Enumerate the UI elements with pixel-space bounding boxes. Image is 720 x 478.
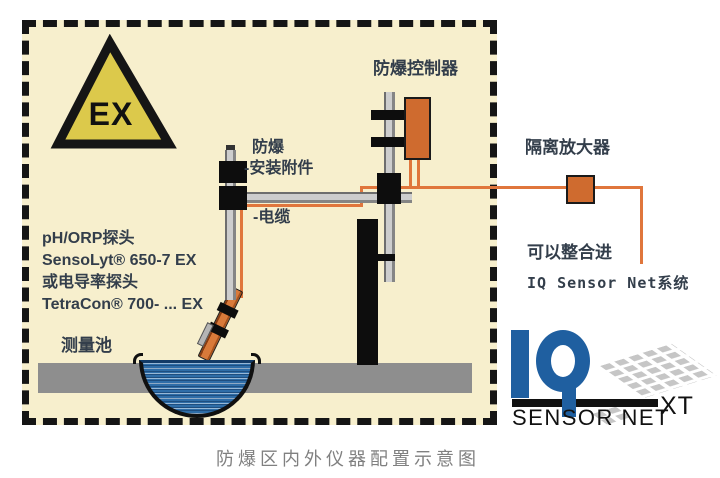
figure-caption: 防爆区内外仪器配置示意图: [216, 449, 480, 469]
isolation-amplifier-box: [566, 175, 595, 204]
basin-rim-right: [251, 353, 261, 364]
probe-type-label: pH/ORP探头: [42, 230, 135, 247]
logo-sensor-net-text: SENSOR NET: [512, 405, 671, 430]
controller-clamp-upper: [371, 110, 406, 120]
logo-bar: [512, 399, 658, 407]
exproof-title-label: 防爆: [252, 139, 285, 156]
logo-q-tail: [562, 384, 576, 417]
probe-model-label: SensoLyt® 650-7 EX: [42, 252, 197, 269]
amplifier-label: 隔离放大器: [525, 138, 610, 157]
cable-under-crossbar: [240, 204, 362, 207]
controller-label: 防爆控制器: [373, 59, 458, 78]
basin-rim-left: [133, 353, 143, 364]
cable-label: -电缆: [253, 209, 291, 226]
mounting-clamp-lower: [219, 186, 247, 210]
controller-clamp-lower: [371, 137, 406, 147]
junction-block: [377, 173, 401, 204]
left-mounting-pole-graphic: [225, 150, 236, 300]
ex-warning-triangle-icon: [50, 34, 177, 149]
mounting-clamp-upper: [219, 161, 247, 183]
platform-graphic: [38, 363, 472, 393]
stand-post-graphic: [357, 219, 378, 365]
controller-wire-1: [409, 158, 412, 188]
integration-line2-label: IQ Sensor Net系统: [527, 274, 690, 292]
integration-line1-label: 可以整合进: [527, 243, 612, 262]
left-pole-cap: [226, 145, 235, 152]
explosion-proof-controller-box: [404, 97, 431, 160]
cable-to-amplifier: [360, 186, 643, 189]
pole-tick: [377, 254, 395, 261]
cable-down-left-pole: [240, 204, 243, 298]
probe-clamp-band: [216, 301, 239, 319]
logo-letter-q: [536, 330, 590, 392]
probe-description-block: pH/ORP探头 SensoLyt® 650-7 EX 或电导率探头 Tetra…: [42, 228, 203, 316]
logo-xt-text: XT: [660, 392, 694, 420]
controller-wire-2: [417, 158, 420, 188]
logo-letter-i: [511, 330, 529, 398]
probe-alt-model-label: TetraCon® 700- ... EX: [42, 296, 203, 313]
mounting-accessory-label: -安装附件: [244, 160, 314, 177]
network-grid-graphic: [592, 343, 717, 425]
probe-alt-type-label: 或电导率探头: [42, 274, 139, 291]
ex-symbol-label: EX: [88, 96, 134, 132]
horizontal-crossbar-graphic: [234, 192, 412, 203]
cable-to-iq-system: [640, 187, 643, 264]
basin-label: 测量池: [61, 336, 112, 355]
